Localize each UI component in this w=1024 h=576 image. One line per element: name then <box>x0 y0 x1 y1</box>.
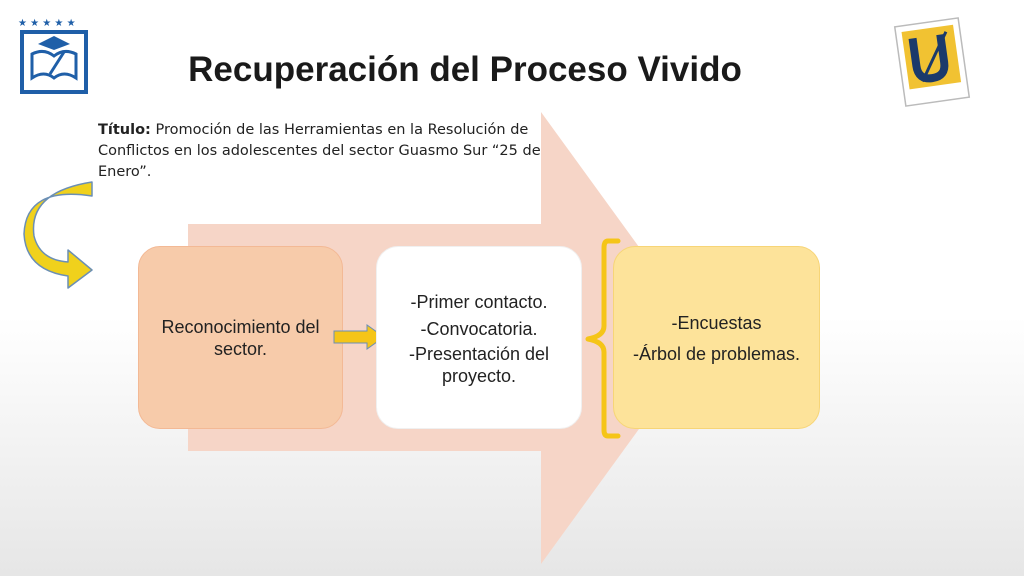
u-letter-logo <box>890 14 974 110</box>
left-bracket-icon <box>585 238 621 439</box>
page-title: Recuperación del Proceso Vivido <box>188 50 742 89</box>
subtitle-label: Título: <box>98 122 151 138</box>
svg-text:★ ★ ★ ★ ★: ★ ★ ★ ★ ★ <box>18 18 76 29</box>
step-box-contacto: -Primer contacto. -Convocatoria. -Presen… <box>376 246 582 429</box>
step-text: -Árbol de problemas. <box>632 344 801 364</box>
step-text: -Presentación del proyecto. <box>408 343 550 386</box>
step-box-reconocimiento: Reconocimiento del sector. <box>138 246 343 429</box>
step-text: Reconocimiento del sector. <box>161 316 320 359</box>
step-text: -Primer contacto. <box>410 291 548 312</box>
curved-arrow-icon <box>23 181 93 289</box>
small-right-arrow-icon <box>333 324 385 350</box>
step-box-encuestas: -Encuestas -Árbol de problemas. <box>613 246 820 429</box>
university-book-logo: ★ ★ ★ ★ ★ <box>14 14 94 96</box>
subtitle-text: Promoción de las Herramientas en la Reso… <box>98 122 541 180</box>
project-title-text: Título: Promoción de las Herramientas en… <box>98 120 548 183</box>
step-text: -Encuestas <box>671 313 762 333</box>
step-text: -Convocatoria. <box>420 318 538 339</box>
